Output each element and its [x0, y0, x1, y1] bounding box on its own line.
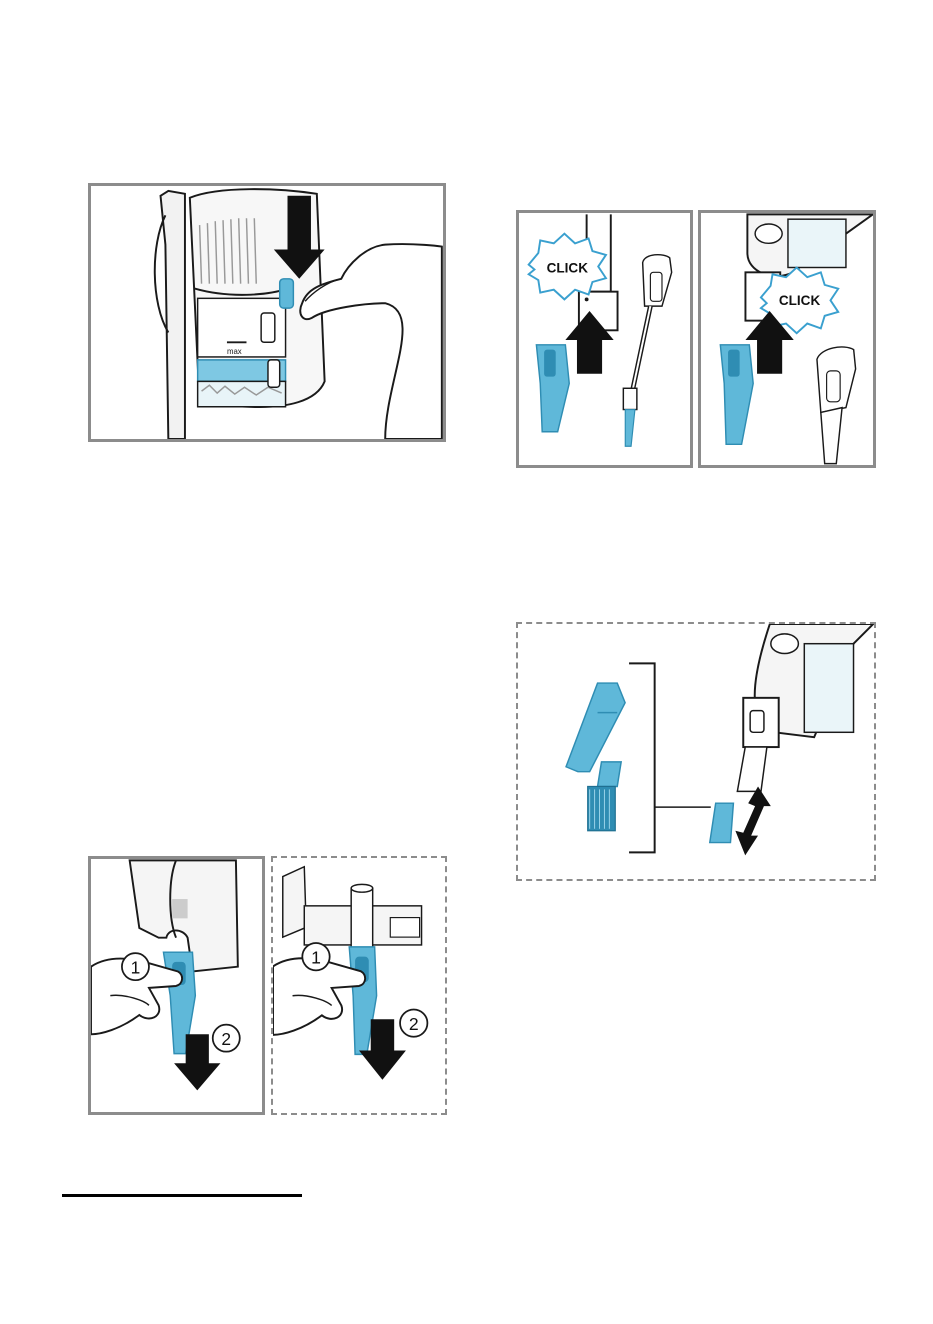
step-2-label: 2: [221, 1029, 231, 1049]
figure-attach-handle: CLICK: [516, 210, 693, 468]
step-1-label: 1: [131, 957, 141, 977]
double-arrow-icon: [735, 786, 770, 855]
attach-handheld-illustration: CLICK: [701, 213, 873, 465]
crevice-nozzle: [566, 683, 625, 772]
release-button: [280, 279, 294, 308]
vacuum-dust-container-illustration: max: [91, 186, 443, 439]
figure-remove-nozzle-vacuum: 1 2: [88, 856, 265, 1115]
attach-handle-illustration: CLICK: [519, 213, 690, 465]
remove-nozzle-vacuum-illustration: 1 2: [91, 859, 262, 1112]
step-1-label: 1: [311, 948, 321, 968]
click-label: CLICK: [547, 260, 589, 275]
figure-remove-nozzle-holder: 1 2: [271, 856, 447, 1115]
step-2-label: 2: [409, 1014, 419, 1034]
click-label: CLICK: [779, 293, 821, 308]
footnote-rule: [62, 1194, 302, 1197]
brush-nozzle: [598, 762, 622, 787]
figure-empty-dust-container: max: [88, 183, 446, 442]
figure-accessory-nozzles: [516, 622, 876, 881]
accessory-nozzles-illustration: [518, 624, 874, 879]
max-label: max: [227, 347, 242, 356]
remove-nozzle-holder-illustration: 1 2: [273, 858, 445, 1113]
figure-attach-handheld: CLICK: [698, 210, 876, 468]
